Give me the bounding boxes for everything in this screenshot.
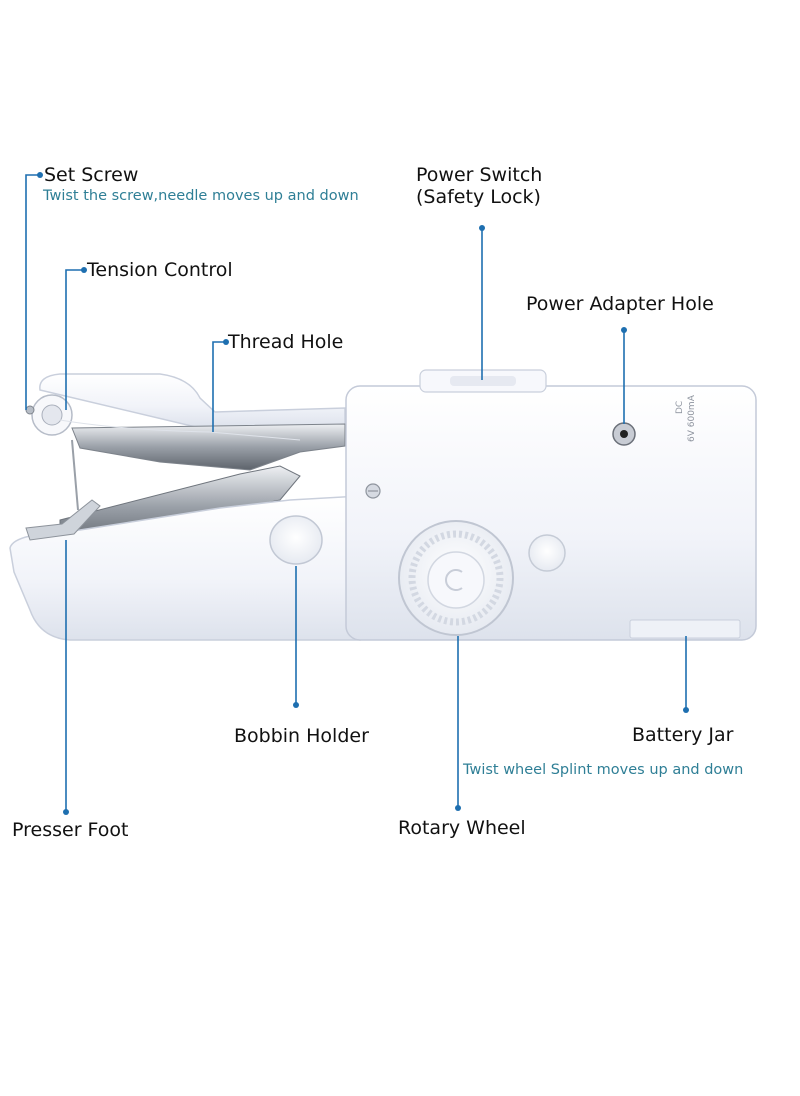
metal-arm — [71, 423, 346, 471]
leader-dots — [37, 172, 689, 815]
leader-lines — [25, 174, 687, 812]
bobbin-holder-knob — [269, 515, 323, 565]
label-power-switch-line2: (Safety Lock) — [416, 186, 541, 208]
head-arm — [39, 373, 346, 429]
leader-set-screw — [25, 174, 40, 410]
label-rotary-wheel: Rotary Wheel — [398, 817, 526, 839]
label-thread-hole: Thread Hole — [228, 331, 344, 353]
label-set-screw: Set Screw — [44, 164, 139, 186]
label-power-switch-line1: Power Switch — [416, 164, 543, 186]
label-power-switch: Power Switch (Safety Lock) — [416, 164, 542, 208]
device-marking-voltage: DC — [675, 401, 685, 414]
body-button — [528, 534, 566, 572]
leader-tension-control — [65, 269, 84, 410]
label-power-adapter-hole: Power Adapter Hole — [526, 293, 714, 315]
note-rotary-wheel: Twist wheel Splint moves up and down — [463, 762, 744, 778]
label-bobbin-holder: Bobbin Holder — [234, 725, 369, 747]
battery-door — [629, 619, 741, 639]
label-battery-jar: Battery Jar — [632, 724, 734, 746]
needle — [71, 439, 79, 511]
label-presser-foot: Presser Foot — [12, 819, 129, 841]
label-tension-control: Tension Control — [87, 259, 233, 281]
leader-thread-hole — [212, 341, 226, 432]
presser-foot-plate — [25, 499, 101, 541]
device-marking-rating: 6V 600mA — [687, 394, 697, 442]
note-set-screw: Twist the screw,needle moves up and down — [43, 188, 359, 204]
